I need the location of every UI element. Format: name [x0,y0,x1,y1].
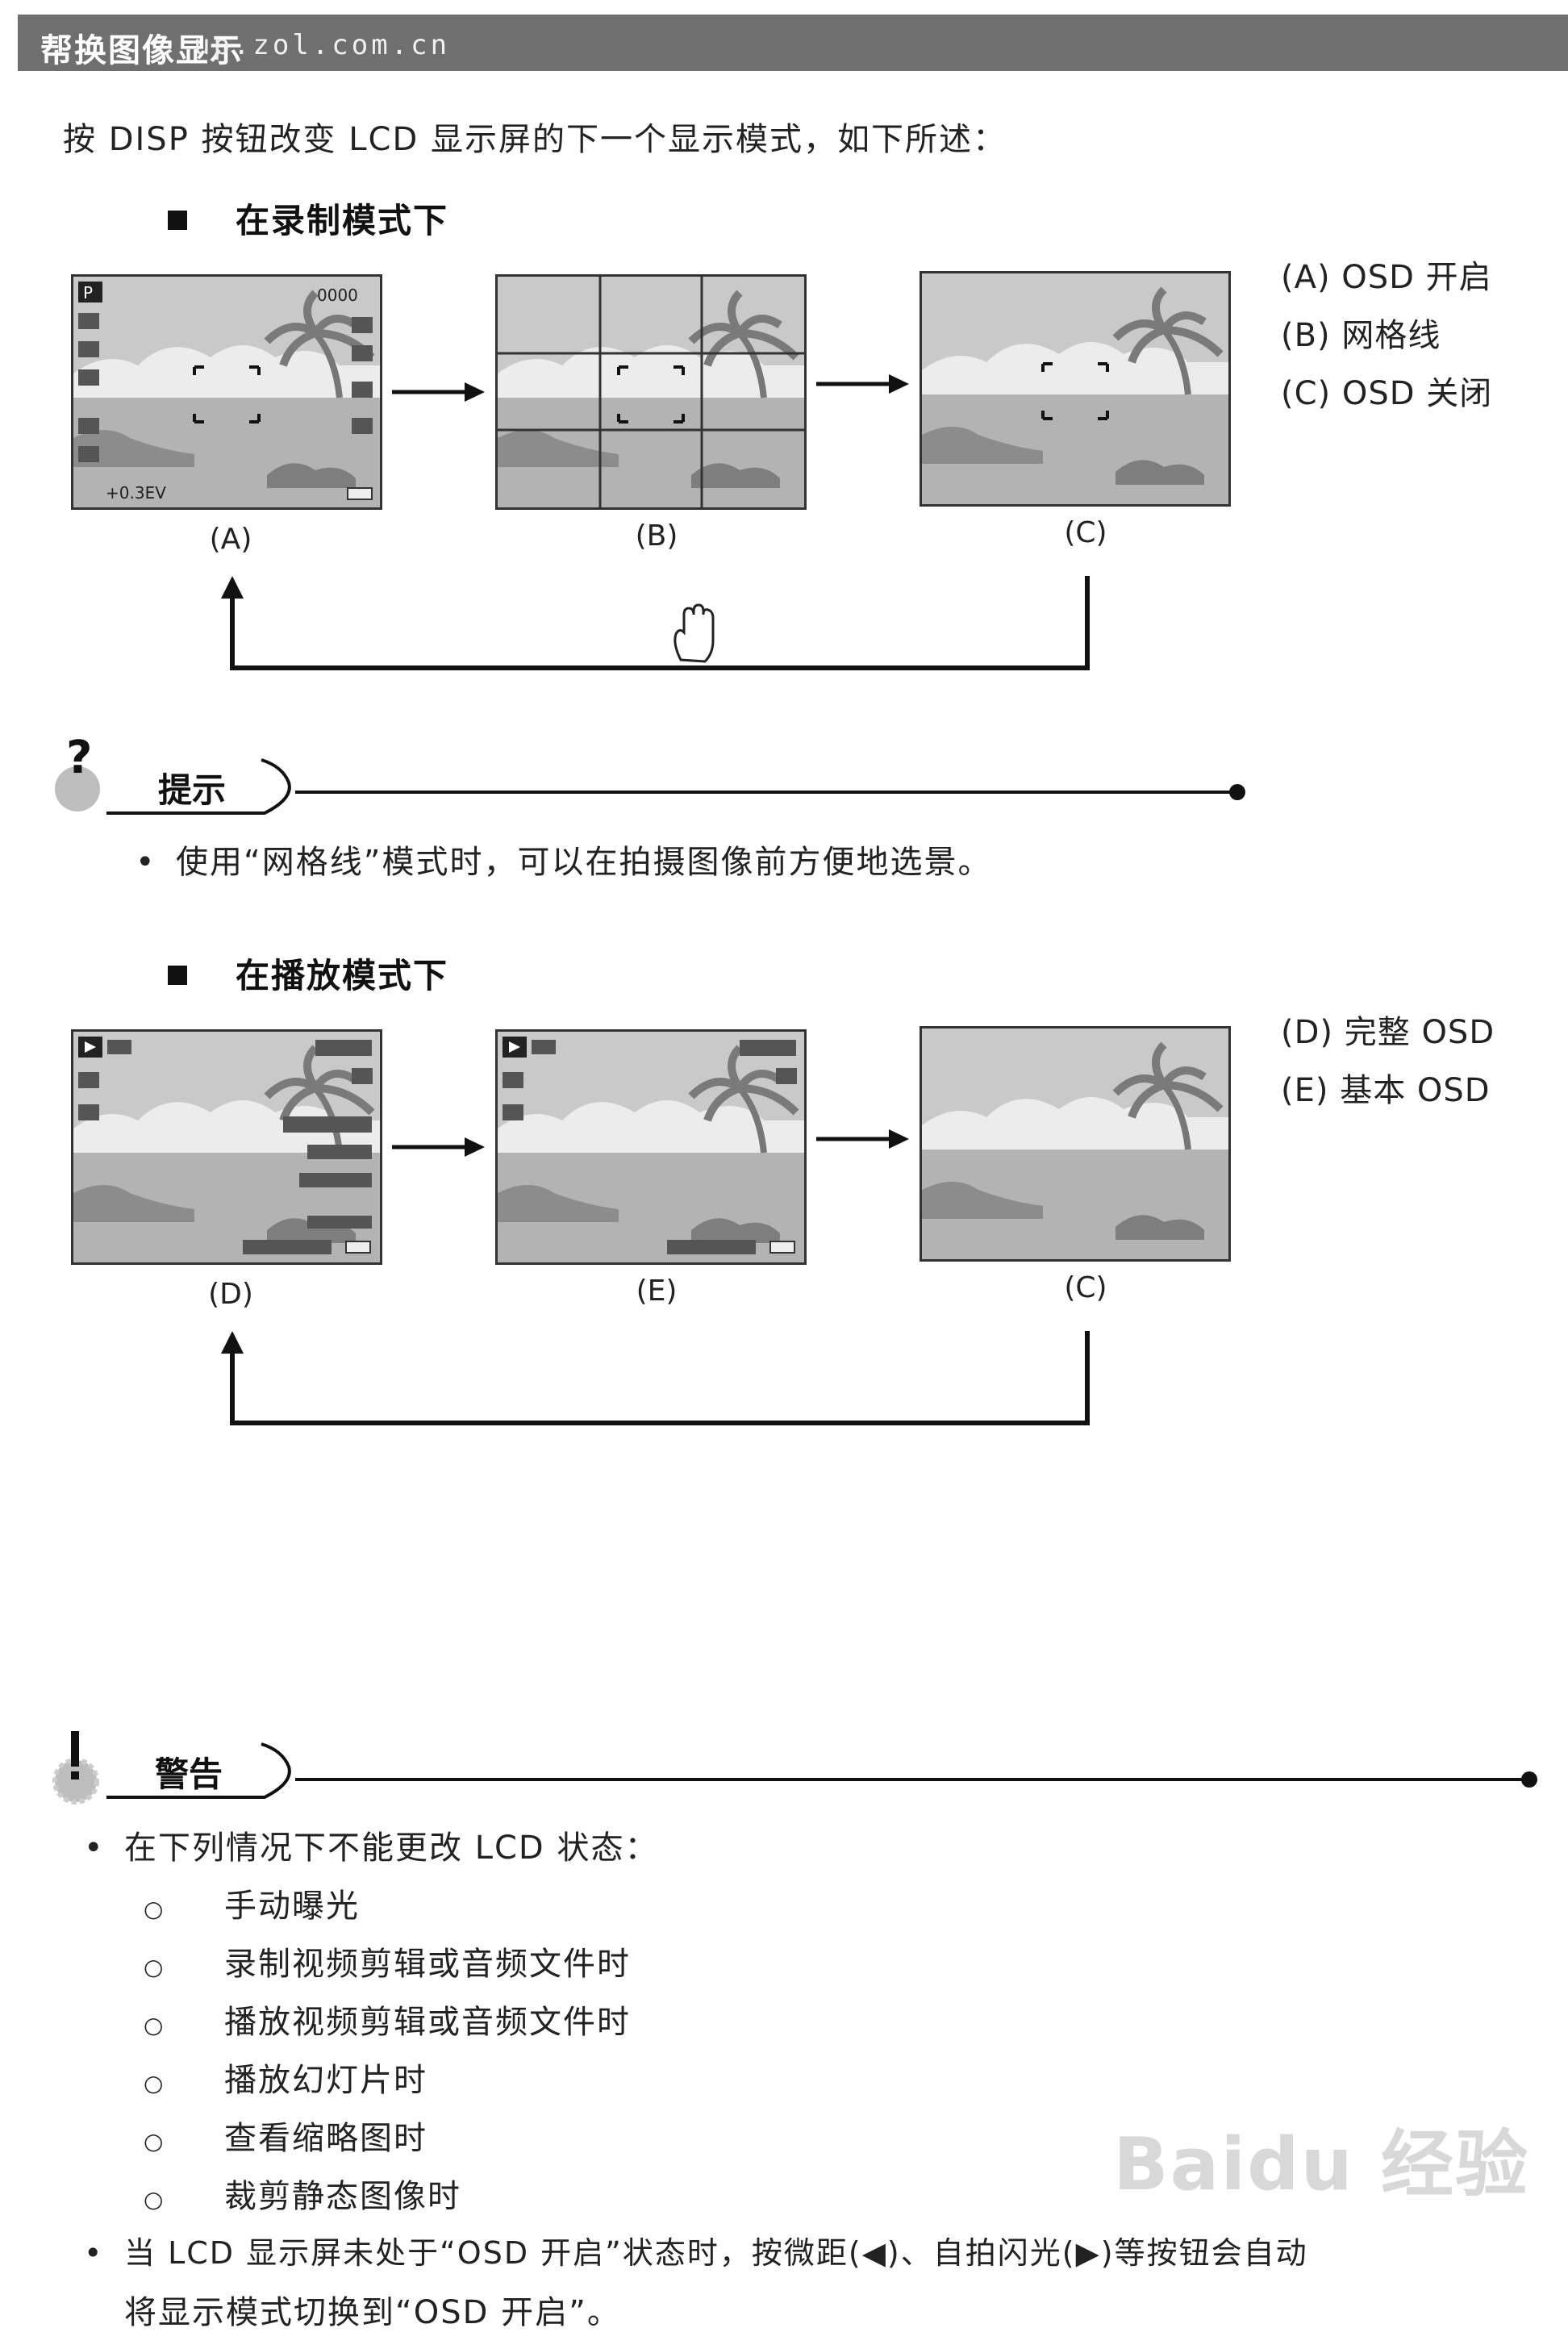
svg-text:P: P [83,283,93,302]
playback-mode-heading: 在播放模式下 [168,949,448,998]
page-title: 帮换图像显示 [40,32,244,69]
legend-item-a: (A) OSD 开启 [1281,259,1492,296]
warning-item: ○查看缩略图时 [144,2120,427,2157]
arrow-right-icon [392,382,485,402]
warning-rule-end-dot [1521,1771,1537,1788]
playback-legend: (D) 完整 OSD (E) 基本 OSD [1281,1003,1495,1120]
tip-text: •使用“网格线”模式时，可以在拍摄图像前方便地选景。 [136,844,992,881]
caption-e: (E) [636,1275,678,1308]
legend-item-d: (D) 完整 OSD [1281,1014,1495,1051]
tip-rule-end-dot [1229,784,1245,800]
ev-text: +0.3EV [106,483,166,503]
caption-c-playback: (C) [1064,1271,1107,1304]
screen-c-osd-off [920,271,1231,507]
legend-item-c: (C) OSD 关闭 [1281,375,1493,412]
intro-paragraph: 按 DISP 按钮改变 LCD 显示屏的下一个显示模式，如下所述： [63,121,1007,158]
loop-back-arrow-icon [221,576,1090,670]
screen-c-osd-off-playback [920,1026,1231,1262]
arrow-right-icon [392,1137,485,1157]
warning-label: 警告 [155,1754,223,1794]
header-url: up.zol.com.cn [194,29,451,61]
legend-item-b: (B) 网格线 [1281,317,1441,354]
loop-back-arrow-icon [221,1331,1090,1425]
warning-rule [295,1778,1529,1781]
warning-last-line1: •当 LCD 显示屏未处于“OSD 开启”状态时，按微距(◀)、自拍闪光(▶)等… [84,2235,1308,2271]
caption-b: (B) [635,519,678,553]
screen-e-basic-osd [495,1029,807,1265]
record-mode-heading: 在录制模式下 [168,194,448,243]
warning-icon [52,1731,99,1805]
screen-d-full-osd [71,1029,382,1265]
warning-label-frame [106,1742,291,1799]
warning-intro: •在下列情况下不能更改 LCD 状态： [84,1830,659,1867]
square-bullet-icon [168,210,187,230]
warning-item: ○播放幻灯片时 [144,2062,427,2099]
shot-count-text: 0000 [317,286,358,305]
caption-d: (D) [208,1278,253,1311]
warning-last-line2: 将显示模式切换到“OSD 开启”。 [124,2294,621,2331]
square-bullet-icon [168,965,187,985]
arrow-right-icon [816,374,909,394]
caption-c: (C) [1064,516,1107,549]
tip-label-frame [106,758,291,815]
warning-item: ○手动曝光 [144,1888,360,1925]
svg-text:?: ? [66,734,92,784]
question-mark-icon: ? [55,734,100,812]
watermark-logo: Baidu 经验 [1113,2122,1530,2207]
tip-label: 提示 [158,770,227,810]
screen-a-osd-on: P 0000 +0.3EV [71,274,382,510]
tip-rule [295,791,1237,794]
hand-pointer-icon [673,603,715,663]
warning-item: ○录制视频剪辑或音频文件时 [144,1946,631,1983]
record-legend: (A) OSD 开启 (B) 网格线 (C) OSD 关闭 [1281,248,1492,423]
page-header-bar: 帮换图像显示 up.zol.com.cn [18,15,1568,71]
caption-a: (A) [209,523,252,556]
screen-b-grid [495,274,807,510]
warning-item: ○播放视频剪辑或音频文件时 [144,2004,631,2041]
legend-item-e: (E) 基本 OSD [1281,1072,1491,1109]
arrow-right-icon [816,1129,909,1149]
warning-item: ○裁剪静态图像时 [144,2178,461,2215]
